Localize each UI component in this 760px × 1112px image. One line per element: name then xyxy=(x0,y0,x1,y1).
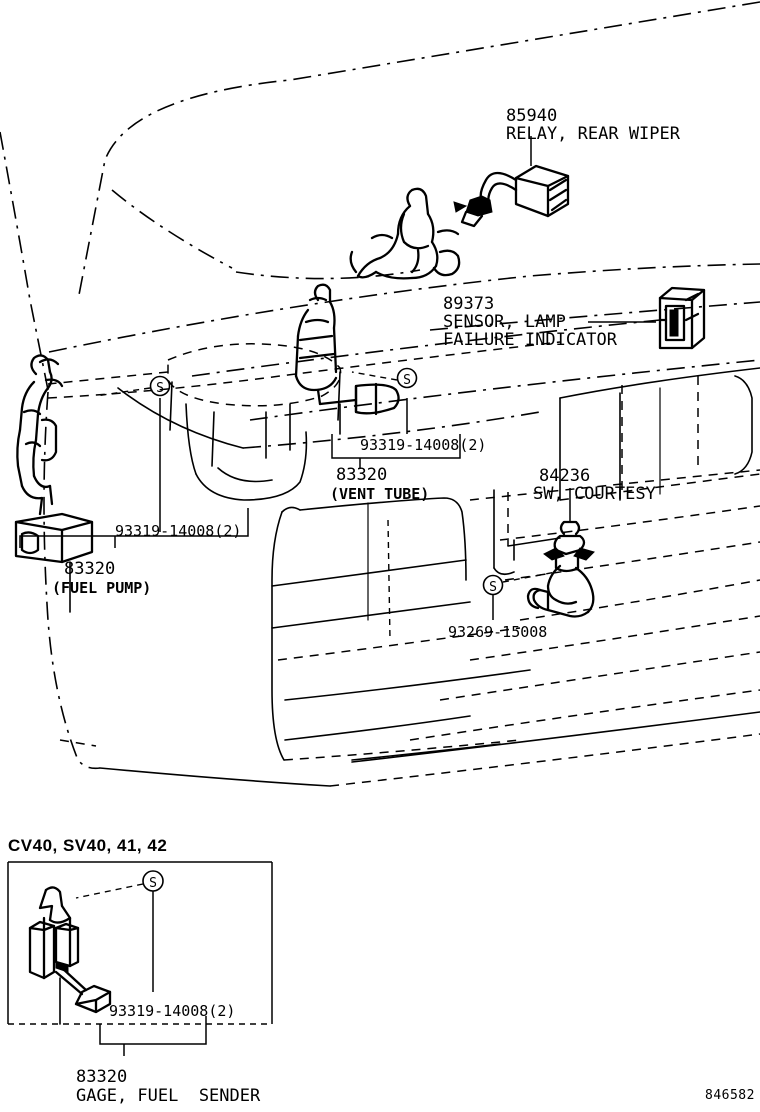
callout-sensor-lamp-failure-description-line2: FAILURE INDICATOR xyxy=(443,330,617,350)
figure-id: 846582 xyxy=(705,1088,755,1103)
callout-gage-fuel-sender-number: 83320 xyxy=(76,1067,128,1087)
svg-text:S: S xyxy=(403,373,411,388)
rear-wiper-motor xyxy=(349,187,461,280)
vent-tube-assembly xyxy=(294,283,400,435)
washer-mark-gage-sender: S xyxy=(75,870,164,992)
callout-vent-tube-number: 83320 xyxy=(336,465,388,485)
callout-sw-courtesy-description: SW, COURTESY xyxy=(533,484,656,504)
callout-gage-fuel-sender-description: GAGE, FUEL SENDER xyxy=(76,1086,261,1106)
relay-rear-wiper-part xyxy=(453,164,570,228)
svg-text:S: S xyxy=(156,381,164,396)
fastener-code-courtesy-switch: 93269-15008 xyxy=(448,623,548,641)
callout-sensor-lamp-failure-number: 89373 xyxy=(443,294,495,314)
fuel-pump-assembly xyxy=(14,354,94,613)
fuel-pump-leader xyxy=(19,398,249,548)
washer-mark-vent-tube: S xyxy=(351,367,418,389)
fastener-code-fuel-pump: 93319-14008(2) xyxy=(115,522,242,540)
callout-relay-rear-wiper-number: 85940 xyxy=(506,106,558,126)
fuel-tank-outline xyxy=(47,341,561,501)
fastener-code-vent-tube: 93319-14008(2) xyxy=(360,436,487,454)
variant-section-header: CV40, SV40, 41, 42 xyxy=(8,836,168,855)
sensor-lamp-failure-part xyxy=(588,286,706,350)
variant-panel xyxy=(7,861,273,1025)
gage-fuel-sender-part xyxy=(28,886,112,1025)
callout-sensor-lamp-failure-description-line1: SENSOR, LAMP xyxy=(443,312,566,332)
fastener-code-gage-sender: 93319-14008(2) xyxy=(109,1002,236,1020)
callout-sw-courtesy-number: 84236 xyxy=(539,466,591,486)
trim-bracket xyxy=(493,489,561,576)
washer-mark-fuel-pump: S xyxy=(95,375,171,397)
gage-sender-leader xyxy=(99,1016,207,1056)
callout-relay-rear-wiper-description: RELAY, REAR WIPER xyxy=(506,124,680,144)
callout-fuel-pump-description: (FUEL PUMP) xyxy=(52,579,152,597)
sw-courtesy-part xyxy=(526,488,595,618)
body-outline-trunk xyxy=(559,367,760,501)
rear-seat xyxy=(271,497,531,761)
body-outline-roof xyxy=(0,1,760,391)
washer-mark-courtesy: S xyxy=(482,571,557,620)
vent-tube-leader xyxy=(331,398,461,468)
callout-fuel-pump-number: 83320 xyxy=(64,559,116,579)
callout-vent-tube-description: (VENT TUBE) xyxy=(330,485,430,503)
body-outline-rear-deck xyxy=(48,263,760,449)
svg-text:S: S xyxy=(489,580,497,595)
svg-text:S: S xyxy=(149,876,157,891)
